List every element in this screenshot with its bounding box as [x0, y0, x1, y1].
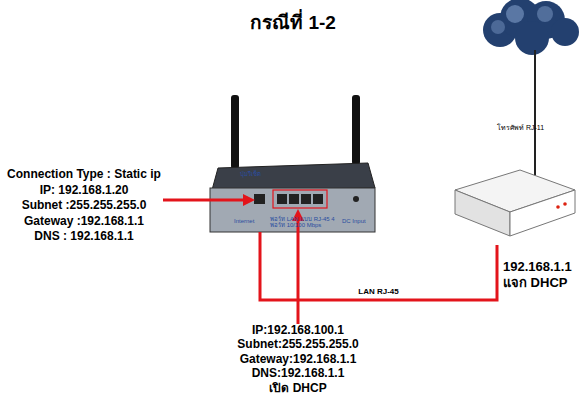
modem-led: [556, 205, 560, 209]
config-text: IP: 192.168.1.20: [0, 184, 168, 198]
lan-port: [313, 194, 323, 204]
lan-port: [289, 194, 299, 204]
config-text: DNS : 192.168.1.1: [0, 230, 168, 244]
config-text: Gateway :192.168.1.1: [0, 215, 168, 229]
config-text: Subnet :255.255.255.0: [0, 199, 168, 213]
phone-line: [534, 50, 536, 180]
device-label: Internet: [234, 218, 264, 224]
device-label: DC Input: [342, 218, 372, 224]
modem-front: [455, 190, 510, 236]
modem-side: [510, 190, 575, 236]
router-antenna: [352, 95, 360, 165]
cloud-highlight: [537, 6, 553, 22]
arrow-head: [243, 194, 255, 206]
cloud-icon: [483, 0, 579, 55]
config-text: Connection Type : Static ip: [0, 168, 168, 182]
device-label: ปุ่มรีเซ็ต: [240, 171, 280, 177]
router-device: ปุ่มรีเซ็ตInternetพอร์ท LAN แบบ RJ-45 4 …: [210, 188, 375, 232]
wan-port: [254, 194, 265, 204]
router-antenna: [231, 95, 239, 169]
cable-label: LAN RJ-45: [319, 287, 439, 296]
cloud-part: [515, 21, 549, 55]
device-label: แจก DHCP: [503, 276, 567, 291]
config-text: เปิด DHCP: [198, 382, 398, 396]
lan-port: [277, 194, 287, 204]
cloud-highlight: [506, 5, 524, 23]
dc-input: [353, 196, 359, 202]
router-front: [210, 188, 375, 232]
router-icon: [210, 95, 375, 232]
config-text: Gateway:192.168.1.1: [198, 353, 398, 367]
lan-highlight: [273, 190, 327, 208]
diagram-title: กรณีที่ 1-2: [0, 12, 586, 34]
device-label: 192.168.1.1: [503, 260, 572, 275]
modem-icon: [455, 170, 575, 236]
device-label: พอร์ท LAN แบบ RJ-45 4 พอร์ท 10/100 Mbps: [270, 216, 340, 228]
config-text: IP:192.168.100.1: [198, 324, 398, 338]
router-top: [212, 163, 375, 190]
arrow-shaft: [297, 220, 300, 324]
cloud-part: [551, 18, 579, 46]
cable-note: โทรศัพท์ RJ-11: [497, 124, 544, 132]
lan-cable: [260, 232, 497, 300]
modem-device: 192.168.1.1แจก DHCP: [455, 168, 575, 245]
modem-led: [563, 202, 567, 206]
config-text: DNS:192.168.1.1: [198, 367, 398, 381]
pointer-arrow: [163, 194, 255, 206]
lan-port: [301, 194, 311, 204]
cloud-highlight: [491, 20, 505, 34]
arrow-shaft: [163, 199, 245, 202]
config-text: Subnet:255.255.255.0: [198, 338, 398, 352]
